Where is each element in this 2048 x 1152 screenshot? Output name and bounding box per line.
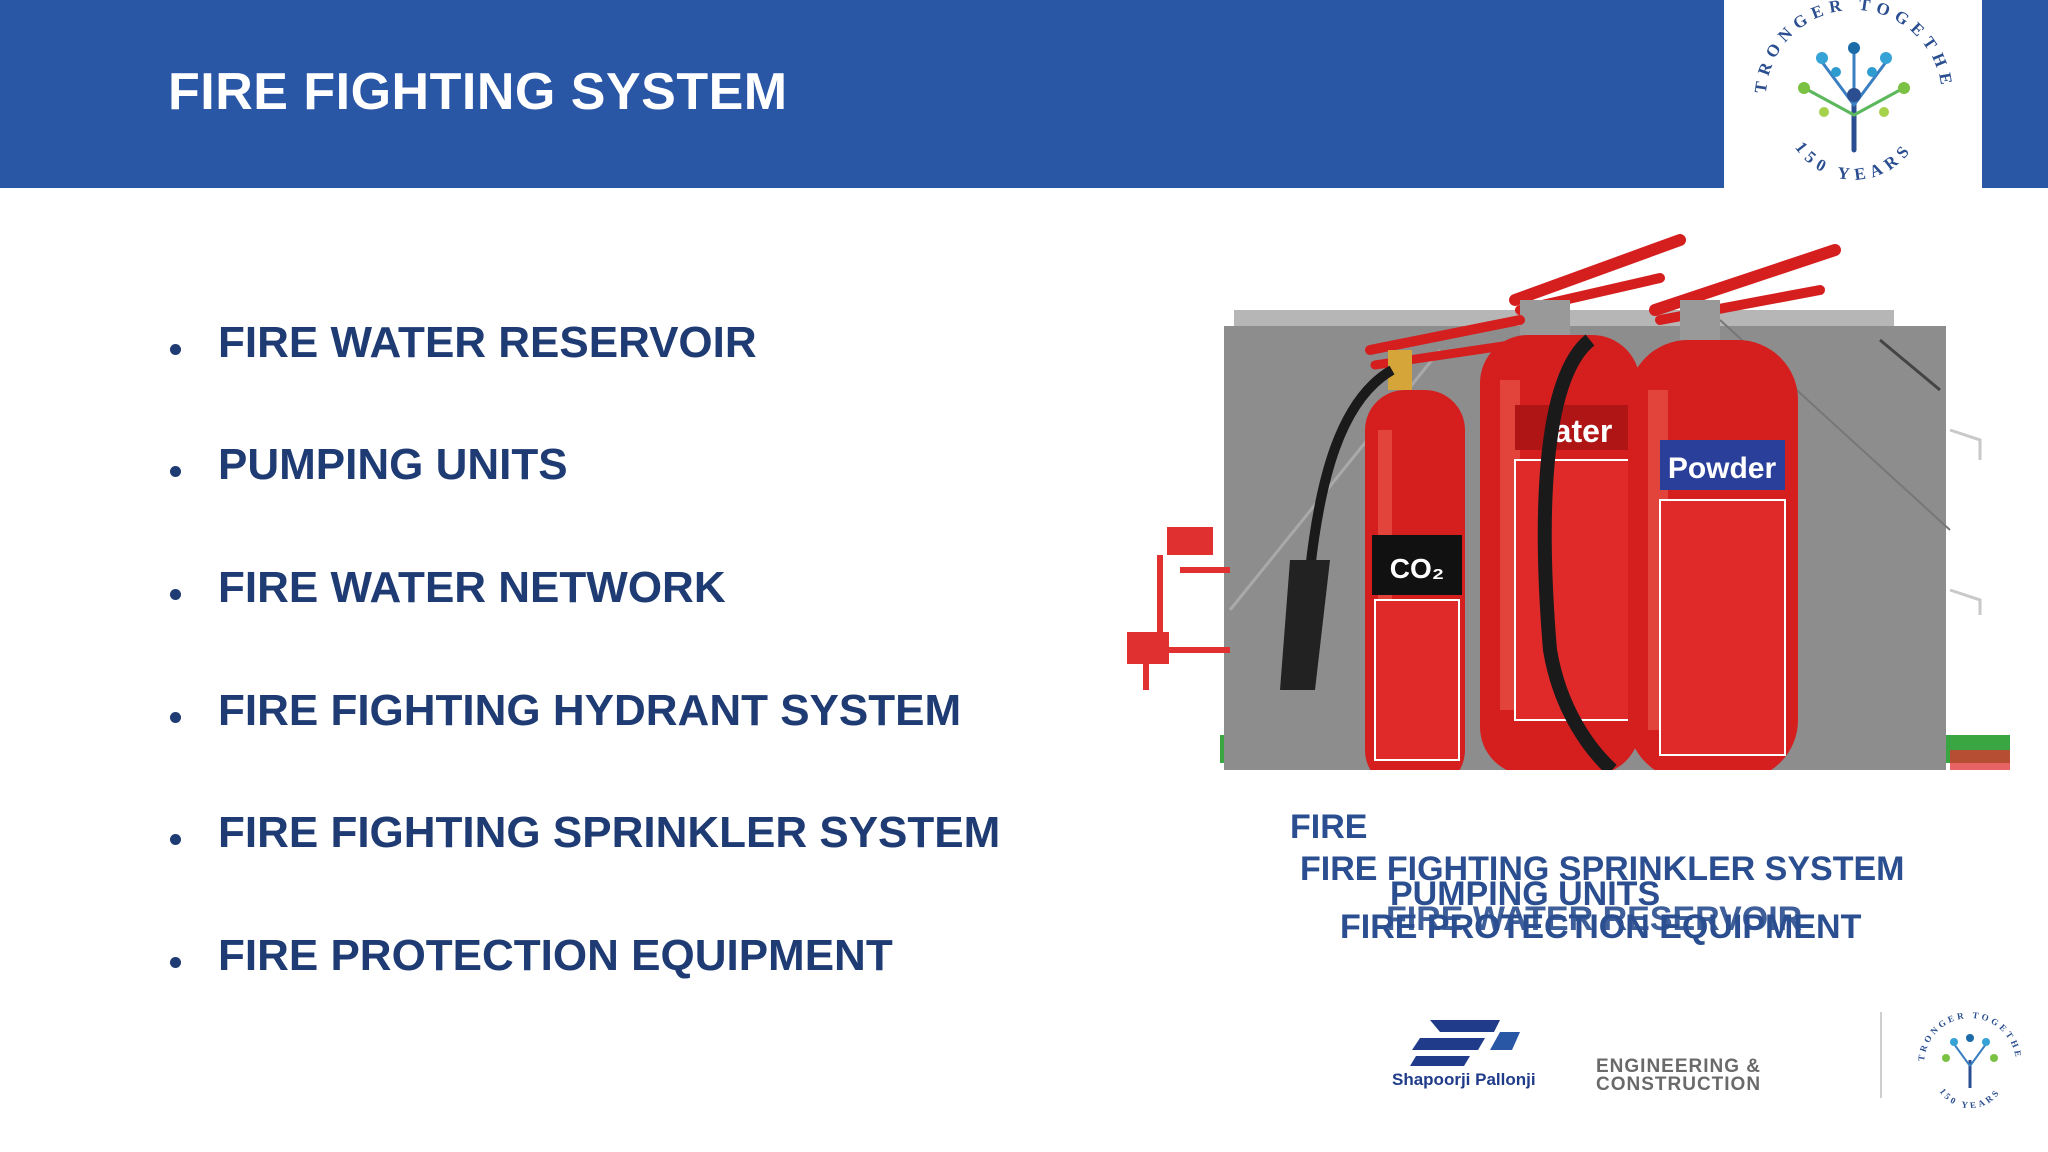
bullet-text: PUMPING UNITS bbox=[218, 440, 568, 489]
logo-arc-text-top: STRONGER TOGETHER bbox=[1715, 0, 1951, 94]
fire-extinguishers-illustration: ater Powder CO₂ bbox=[1127, 234, 2010, 815]
bullet-text: FIRE PROTECTION EQUIPMENT bbox=[218, 931, 893, 980]
bullet-dot bbox=[170, 834, 181, 845]
anniversary-logo-footer: STRONGER TOGETHER 150 YEARS bbox=[1905, 1000, 2030, 1113]
anniversary-logo-header: STRONGER TOGETHER 150 YEARS bbox=[1715, 0, 1982, 188]
overlay-text-fire: FIRE bbox=[1290, 808, 1368, 846]
division-name: ENGINEERING & CONSTRUCTION bbox=[1596, 1056, 1806, 1095]
powder-label: Powder bbox=[1668, 452, 1777, 485]
hose-icon bbox=[1537, 334, 1617, 776]
svg-text:STRONGER TOGETHER: STRONGER TOGETHER bbox=[1910, 1008, 2024, 1062]
sp-logo-icon bbox=[1410, 1020, 1520, 1066]
overlay-text-pumping: PUMPING UNITS bbox=[1390, 875, 1661, 913]
bullet-dot bbox=[170, 466, 181, 477]
overlay-text-reservoir: FIRE WATER RESERVOIR bbox=[1386, 900, 1803, 938]
anniversary-logo-icon: STRONGER TOGETHER 150 YEARS bbox=[1715, 0, 1957, 184]
footer-divider bbox=[1880, 1012, 1882, 1098]
fire-extinguisher-image: ater Powder CO₂ bbox=[1120, 230, 2020, 946]
company-name: Shapoorji Pallonji bbox=[1392, 1070, 1536, 1089]
footer-logo-arc-text-bottom: 150 YEARS bbox=[1938, 1086, 2000, 1110]
footer-logo-arc-text-top: STRONGER TOGETHER bbox=[1905, 1000, 2021, 1062]
division-line-1: ENGINEERING & bbox=[1596, 1056, 1762, 1077]
bullet-dot bbox=[170, 957, 181, 968]
hydrant-sketch-icon bbox=[1127, 527, 1230, 690]
bullet-text: FIRE WATER RESERVOIR bbox=[218, 318, 757, 367]
co2-label: CO₂ bbox=[1390, 553, 1444, 584]
water-label: ater bbox=[1554, 413, 1613, 449]
title-banner: FIRE FIGHTING SYSTEM bbox=[0, 0, 2048, 188]
svg-text:STRONGER TOGETHER: STRONGER TOGETHER bbox=[1724, 0, 1957, 94]
bullet-text: FIRE WATER NETWORK bbox=[218, 563, 726, 612]
co2-extinguisher-icon: CO₂ bbox=[1280, 315, 1525, 790]
bullet-dot bbox=[170, 589, 181, 600]
slide-title: FIRE FIGHTING SYSTEM bbox=[168, 63, 788, 121]
bullet-text: FIRE FIGHTING HYDRANT SYSTEM bbox=[218, 686, 962, 735]
anniversary-logo-small-icon: STRONGER TOGETHER 150 YEARS bbox=[1905, 1000, 2024, 1110]
overlay-text-protection: FIRE PROTECTION EQUIPMENT bbox=[1340, 908, 1862, 946]
svg-text:150 YEARS: 150 YEARS bbox=[1938, 1086, 2003, 1108]
shapoorji-pallonji-logo bbox=[1390, 1010, 1530, 1075]
bullet-text: FIRE FIGHTING SPRINKLER SYSTEM bbox=[218, 808, 1001, 857]
water-extinguisher-icon: ater bbox=[1480, 234, 1686, 775]
division-line-2: CONSTRUCTION bbox=[1596, 1074, 1762, 1095]
bullet-dot bbox=[170, 712, 181, 723]
bullet-dot bbox=[170, 344, 181, 355]
overlay-text-sprinkler: FIRE FIGHTING SPRINKLER SYSTEM bbox=[1300, 850, 1905, 888]
co2-horn-icon bbox=[1280, 560, 1330, 690]
